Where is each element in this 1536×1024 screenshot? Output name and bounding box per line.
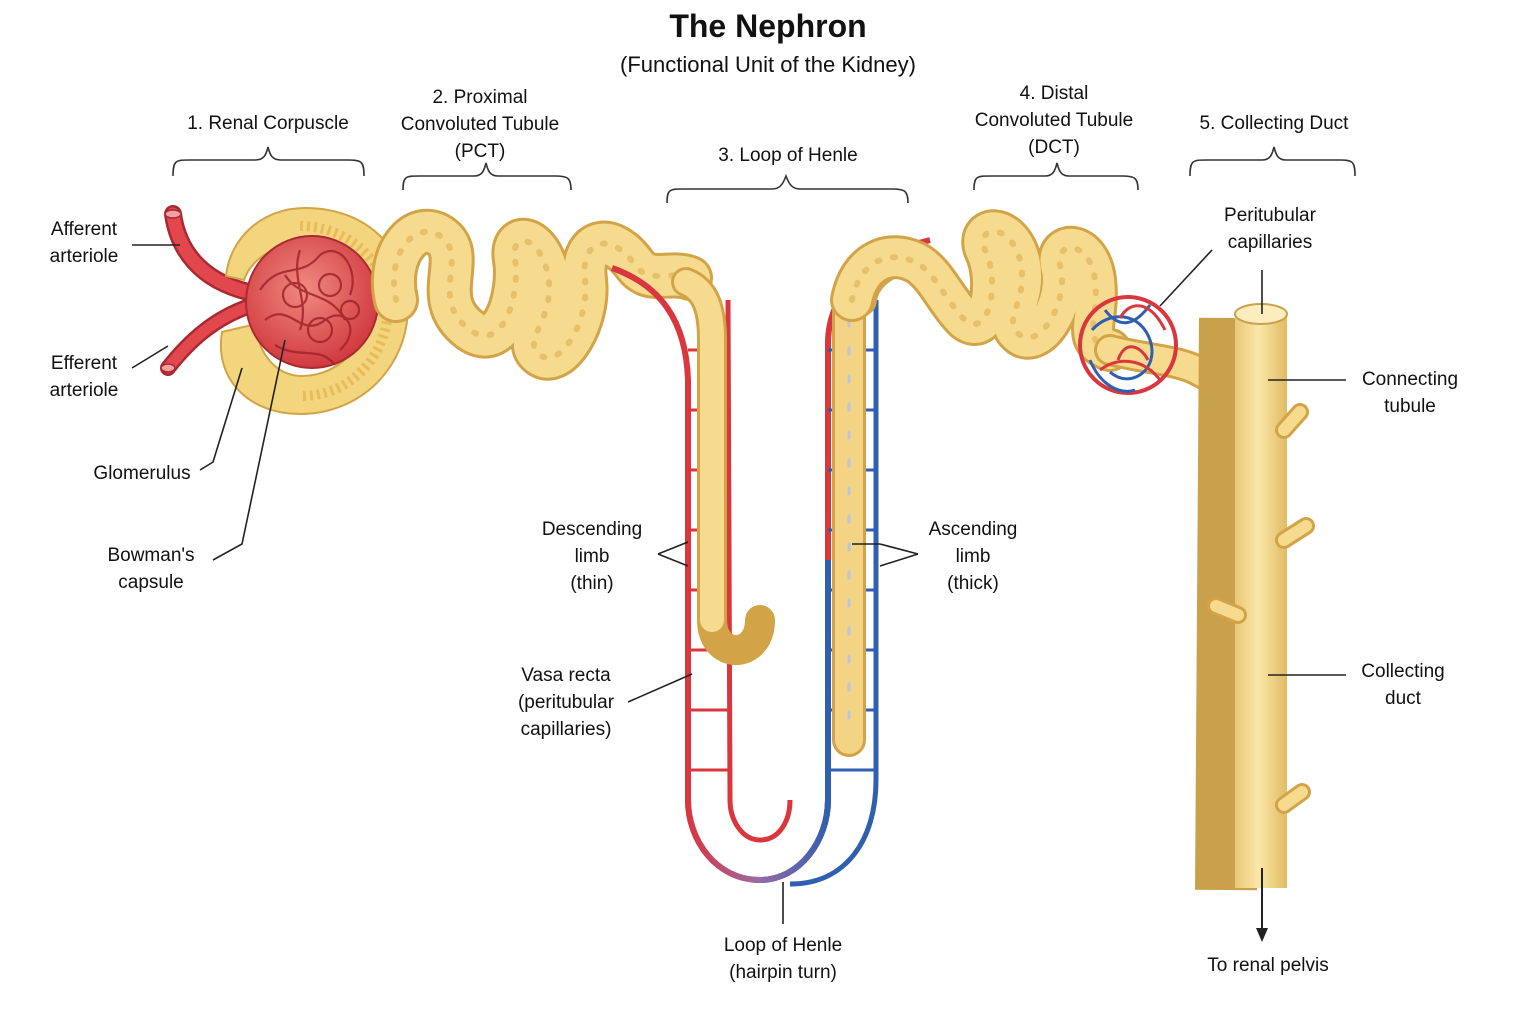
section-dct: 4. Distal Convoluted Tubule (DCT)	[974, 83, 1134, 158]
label-peritubular-capillaries: Peritubular capillaries	[1224, 205, 1316, 253]
page-subtitle: (Functional Unit of the Kidney)	[620, 52, 916, 77]
label-ascending-limb: Ascending limb (thick)	[928, 519, 1018, 594]
brace-dct	[973, 162, 1139, 191]
label-connecting-tubule: Connecting tubule	[1361, 369, 1459, 417]
label-vasa-recta: Vasa recta (peritubular capillaries)	[517, 665, 615, 740]
arterioles	[160, 205, 258, 376]
label-descending-limb: Descending limb (thin)	[541, 519, 643, 594]
label-bowmans-capsule: Bowman's capsule	[107, 545, 195, 593]
glomerulus-shape	[245, 235, 379, 369]
label-hairpin-turn: Loop of Henle (hairpin turn)	[723, 935, 843, 983]
peritubular-net-shape	[1078, 295, 1178, 395]
dct-shape	[830, 209, 1274, 416]
section-renal-corpuscle: 1. Renal Corpuscle	[187, 113, 349, 134]
page-title: The Nephron	[669, 8, 867, 44]
brace-loop	[666, 173, 909, 204]
label-glomerulus: Glomerulus	[93, 463, 191, 484]
brace-pct	[402, 162, 572, 191]
section-loop-of-henle: 3. Loop of Henle	[718, 145, 858, 166]
leader-lines	[131, 244, 1346, 924]
section-collecting-duct: 5. Collecting Duct	[1199, 113, 1349, 134]
collecting-duct-shape	[1195, 303, 1315, 942]
brace-collecting	[1189, 146, 1356, 177]
section-braces	[172, 146, 1356, 204]
pct-shape	[371, 208, 713, 381]
label-efferent-arteriole: Efferent arteriole	[49, 353, 119, 401]
label-collecting-duct: Collecting duct	[1361, 661, 1445, 709]
vasa-recta-shape	[610, 237, 931, 887]
label-afferent-arteriole: Afferent arteriole	[49, 219, 119, 267]
brace-renal-corpuscle	[172, 146, 365, 177]
section-pct: 2. Proximal Convoluted Tubule (PCT)	[400, 87, 560, 162]
loop-of-henle-shape	[671, 241, 922, 757]
label-to-renal-pelvis: To renal pelvis	[1207, 955, 1329, 976]
